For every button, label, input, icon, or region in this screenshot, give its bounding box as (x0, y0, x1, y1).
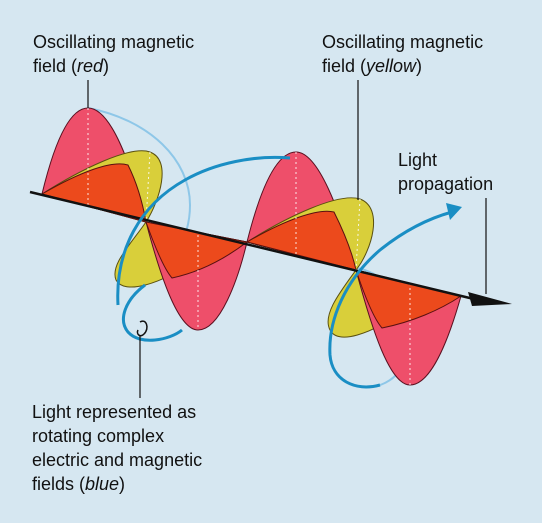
arrow-end-icon (468, 292, 512, 306)
helix-front-segment-1 (122, 283, 183, 342)
arrowhead-icon (446, 203, 462, 220)
red-field-label-line1: Oscillating magnetic (33, 32, 195, 52)
yellow-field-label-line2: field (yellow) (322, 56, 423, 76)
propagation-label-line1: Light (398, 150, 438, 170)
orange-region-4 (355, 269, 463, 329)
propagation-axis (29, 190, 479, 302)
orange-region-1 (40, 163, 147, 223)
yellow-field-label: Oscillating magnetic field (yellow) (322, 30, 483, 78)
propagation-label: Light propagation (398, 148, 493, 196)
rotating-label-line1: Light represented as (32, 402, 197, 422)
orange-region-3 (245, 210, 357, 271)
helix-start-curl (136, 320, 148, 337)
orange-region-2 (145, 221, 249, 279)
propagation-label-line2: propagation (398, 174, 494, 194)
red-field-label-line2: field (red) (33, 56, 110, 76)
helix-front-segment-2 (116, 155, 291, 306)
helix-front-segment-3 (328, 210, 453, 389)
red-field-label: Oscillating magnetic field (red) (33, 30, 194, 78)
rotating-label-line4: fields (blue) (32, 474, 126, 494)
yellow-field-label-line1: Oscillating magnetic (322, 32, 484, 52)
rotating-fields-label: Light represented as rotating complex el… (32, 400, 202, 496)
rotating-label-line2: rotating complex (32, 426, 165, 446)
rotating-label-line3: electric and magnetic (32, 450, 203, 470)
dashed-guides (87, 108, 411, 385)
